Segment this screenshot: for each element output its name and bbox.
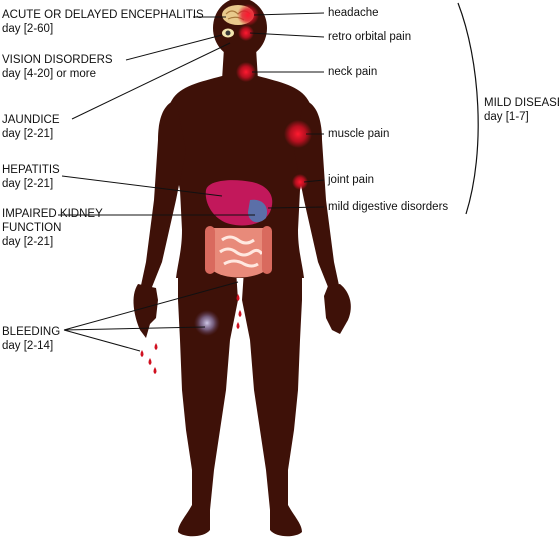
label-neck-pain: neck pain xyxy=(328,66,378,78)
body-silhouette xyxy=(133,0,351,537)
bruise-spot xyxy=(194,310,220,336)
label-encephalitis: ACUTE OR DELAYED ENCEPHALITIS day [2-60] xyxy=(2,8,204,36)
label-jaundice: JAUNDICE day [2-21] xyxy=(2,113,60,141)
label-joint-pain: joint pain xyxy=(328,174,375,186)
label-kidney-title2: FUNCTION xyxy=(2,222,62,234)
label-hepatitis-days: day [2-21] xyxy=(2,178,54,190)
eye-icon xyxy=(222,28,234,38)
label-vision-title: VISION DISORDERS xyxy=(2,54,113,66)
label-bleeding: BLEEDING day [2-14] xyxy=(2,325,60,353)
neck-pain-glow xyxy=(236,62,256,82)
label-jaundice-title: JAUNDICE xyxy=(2,114,60,126)
label-kidney-days: day [2-21] xyxy=(2,236,54,248)
label-encephalitis-days: day [2-60] xyxy=(2,23,54,35)
joint-pain-glow xyxy=(292,174,308,190)
mild-disease-bracket xyxy=(457,2,479,215)
label-vision: VISION DISORDERS day [4-20] or more xyxy=(2,53,113,81)
label-retro-orbital-pain: retro orbital pain xyxy=(328,31,412,43)
label-digestive-disorders: mild digestive disorders xyxy=(328,201,449,213)
muscle-pain-glow xyxy=(284,120,312,148)
leader-lines xyxy=(58,12,325,352)
blood-drops xyxy=(140,294,242,374)
label-bleeding-days: day [2-14] xyxy=(2,340,54,352)
label-headache: headache xyxy=(328,7,379,19)
label-mild-disease-days: day [1-7] xyxy=(484,111,529,123)
intestines-icon xyxy=(205,226,272,278)
label-mild-disease: MILD DISEASE day [1-7] xyxy=(484,96,559,124)
label-hepatitis: HEPATITIS day [2-21] xyxy=(2,163,60,191)
label-hepatitis-title: HEPATITIS xyxy=(2,164,60,176)
label-muscle-pain: muscle pain xyxy=(328,128,390,140)
liver-icon xyxy=(205,180,273,226)
label-mild-disease-title: MILD DISEASE xyxy=(484,97,559,109)
label-bleeding-title: BLEEDING xyxy=(2,326,61,338)
label-jaundice-days: day [2-21] xyxy=(2,128,54,140)
retro-orbital-glow xyxy=(238,25,254,41)
label-encephalitis-title: ACUTE OR DELAYED ENCEPHALITIS xyxy=(2,9,204,21)
label-vision-days: day [4-20] or more xyxy=(2,68,96,80)
headache-glow xyxy=(237,4,259,26)
label-kidney: IMPAIRED KIDNEY FUNCTION day [2-21] xyxy=(2,207,103,249)
label-kidney-title: IMPAIRED KIDNEY xyxy=(2,208,103,220)
